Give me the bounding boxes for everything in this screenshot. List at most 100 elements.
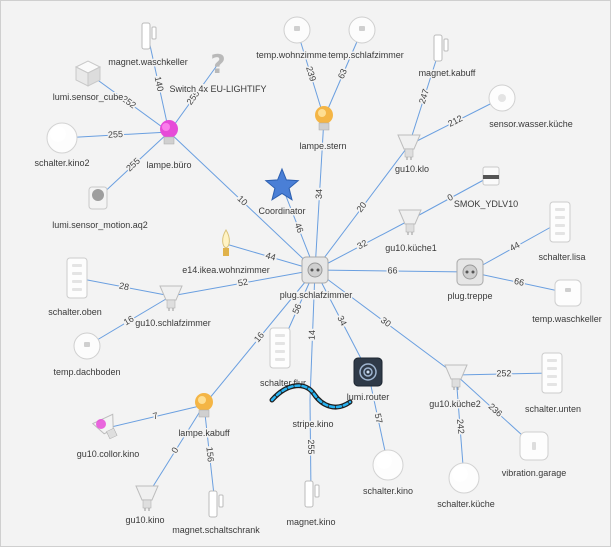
link-line bbox=[97, 131, 170, 199]
link-gu10_schlafzimmer-schalter_oben: 28 bbox=[76, 277, 172, 297]
node-lampe-buero[interactable]: lampe.büro bbox=[145, 120, 193, 172]
node-label: magnet.kabuff bbox=[419, 68, 476, 78]
link-quality-label: 242 bbox=[455, 419, 466, 435]
link-lampe_stern-temp_schlafzimmer: 63 bbox=[323, 29, 363, 119]
node-schalter-kino2[interactable]: schalter.kino2 bbox=[33, 122, 91, 170]
node-magnet-kabuff[interactable]: magnet.kabuff bbox=[417, 34, 477, 80]
node-magnet-waschkeller[interactable]: magnet.waschkeller bbox=[107, 22, 189, 69]
node-gu10-schlafzimmer[interactable]: gu10.schlafzimmer bbox=[134, 285, 212, 330]
node-schalter-kino[interactable]: schalter.kino bbox=[361, 449, 415, 498]
node-gu10-klo[interactable]: gu10.klo bbox=[393, 134, 431, 176]
node-label: schalter.kino2 bbox=[34, 158, 89, 168]
link-plug_schlafzimmer-gu10_kueche2: 30 bbox=[314, 269, 457, 376]
round-sensor-icon bbox=[283, 16, 311, 44]
link-line bbox=[323, 29, 363, 119]
link-line bbox=[314, 144, 410, 271]
link-quality-label: 7 bbox=[152, 410, 159, 421]
node-gu10-kueche1[interactable]: gu10.küche1 bbox=[384, 209, 438, 255]
node-plug-schlafzimmer[interactable]: plug.schlafzimmer bbox=[278, 256, 354, 302]
node-vibration-garage[interactable]: vibration.garage bbox=[500, 431, 568, 480]
node-label: magnet.kino bbox=[286, 517, 335, 527]
node-gu10-color-kino[interactable]: gu10.collor.kino bbox=[75, 413, 141, 461]
node-lumi-sensor-cube[interactable]: lumi.sensor_cube bbox=[51, 60, 125, 104]
link-quality-label: 239 bbox=[304, 65, 318, 82]
door-sensor-icon bbox=[304, 480, 320, 508]
node-gu10-kueche2[interactable]: gu10.küche2 bbox=[428, 364, 482, 411]
node-magnet-kino[interactable]: magnet.kino bbox=[285, 480, 337, 529]
link-quality-label: 44 bbox=[508, 240, 522, 254]
node-label: temp.schlafzimmer bbox=[328, 50, 404, 60]
node-label: schalter.küche bbox=[437, 499, 495, 509]
node-switch-lightify[interactable]: ?Switch 4x EU-LIGHTIFY bbox=[168, 50, 268, 96]
node-label: gu10.schlafzimmer bbox=[135, 318, 211, 328]
node-e14-ikea[interactable]: e14.ikea.wohnzimmer bbox=[181, 229, 271, 277]
link-line bbox=[367, 371, 389, 466]
node-sensor-wasser-kueche[interactable]: sensor.wasser.küche bbox=[488, 84, 574, 131]
link-quality-label: 46 bbox=[293, 221, 306, 234]
link-line bbox=[87, 72, 170, 133]
node-lampe-kabuff[interactable]: lampe.kabuff bbox=[177, 393, 232, 440]
node-label: lampe.stern bbox=[299, 141, 346, 151]
link-line bbox=[455, 372, 553, 376]
node-label: lumi.router bbox=[347, 392, 390, 402]
node-schalter-flur[interactable]: schalter.flur bbox=[258, 327, 308, 390]
candle-bulb-icon bbox=[222, 229, 230, 256]
link-plug_schlafzimmer-stripe_kino: 14 bbox=[305, 269, 319, 401]
node-lumi-motion-aq2[interactable]: lumi.sensor_motion.aq2 bbox=[51, 186, 149, 232]
node-magnet-schaltschrank[interactable]: magnet.schaltschrank bbox=[171, 490, 262, 537]
svg-text:?: ? bbox=[210, 50, 225, 80]
link-gu10_schlafzimmer-temp_dachboden: 16 bbox=[86, 295, 172, 347]
node-label: SMOK_YDLV10 bbox=[454, 199, 518, 209]
door-sensor-icon bbox=[141, 22, 157, 50]
link-gu10_kueche2-schalter_kueche: 242 bbox=[454, 374, 468, 479]
link-lampe_buero-schalter_kino2: 255 bbox=[61, 127, 170, 141]
door-sensor-icon bbox=[433, 34, 449, 62]
link-quality-label: 212 bbox=[446, 113, 464, 129]
node-temp-schlafzimmer[interactable]: temp.schlafzimmer bbox=[327, 16, 405, 62]
plug-icon bbox=[456, 258, 484, 286]
square-sensor-icon bbox=[554, 279, 582, 307]
link-plug_schlafzimmer-e14_ikea: 44 bbox=[225, 243, 316, 271]
link-plug_schlafzimmer-lampe_buero: 10 bbox=[168, 131, 316, 271]
node-label: gu10.collor.kino bbox=[77, 449, 140, 459]
node-label: gu10.küche1 bbox=[385, 243, 437, 253]
node-smok-ydlv10[interactable]: SMOK_YDLV10 bbox=[452, 166, 520, 211]
link-line bbox=[408, 47, 441, 146]
link-line bbox=[147, 35, 170, 133]
node-label: gu10.klo bbox=[395, 164, 429, 174]
node-schalter-kueche[interactable]: schalter.küche bbox=[436, 462, 496, 511]
node-stripe-kino[interactable]: stripe.kino bbox=[269, 383, 353, 431]
node-label: temp.waschkeller bbox=[532, 314, 602, 324]
link-line bbox=[106, 404, 205, 429]
link-plug_treppe-temp_waschkeller: 66 bbox=[469, 271, 569, 294]
spot-bulb-icon bbox=[159, 285, 183, 311]
link-quality-label: 57 bbox=[373, 412, 385, 424]
node-schalter-oben[interactable]: schalter.oben bbox=[47, 257, 103, 319]
node-temp-wohnzimmer[interactable]: temp.wohnzimmer bbox=[255, 16, 331, 62]
link-quality-label: 255 bbox=[108, 129, 124, 140]
link-quality-label: 16 bbox=[122, 314, 136, 328]
node-label: schalter.lisa bbox=[538, 252, 585, 262]
node-lampe-stern[interactable]: lampe.stern bbox=[298, 106, 348, 153]
node-schalter-lisa[interactable]: schalter.lisa bbox=[537, 201, 587, 264]
smoke-detector-icon bbox=[482, 166, 500, 186]
node-temp-waschkeller[interactable]: temp.waschkeller bbox=[531, 279, 603, 326]
node-lumi-router[interactable]: lumi.router bbox=[345, 357, 391, 404]
link-line bbox=[469, 221, 561, 273]
link-quality-label: 63 bbox=[336, 67, 349, 80]
node-schalter-unten[interactable]: schalter.unten bbox=[523, 352, 583, 416]
link-line bbox=[281, 185, 316, 271]
link-gu10_kueche2-schalter_unten: 252 bbox=[455, 367, 553, 380]
node-plug-treppe[interactable]: plug.treppe bbox=[446, 258, 494, 303]
link-quality-label: 66 bbox=[513, 276, 525, 288]
round-button-icon bbox=[372, 449, 404, 481]
link-line bbox=[168, 63, 219, 133]
node-gu10-kino[interactable]: gu10.kino bbox=[124, 485, 166, 527]
node-label: lumi.sensor_motion.aq2 bbox=[52, 220, 148, 230]
link-quality-label: 252 bbox=[496, 368, 511, 378]
link-quality-label: 247 bbox=[417, 88, 431, 105]
node-coordinator[interactable]: Coordinator bbox=[257, 167, 307, 218]
node-temp-dachboden[interactable]: temp.dachboden bbox=[52, 332, 122, 379]
